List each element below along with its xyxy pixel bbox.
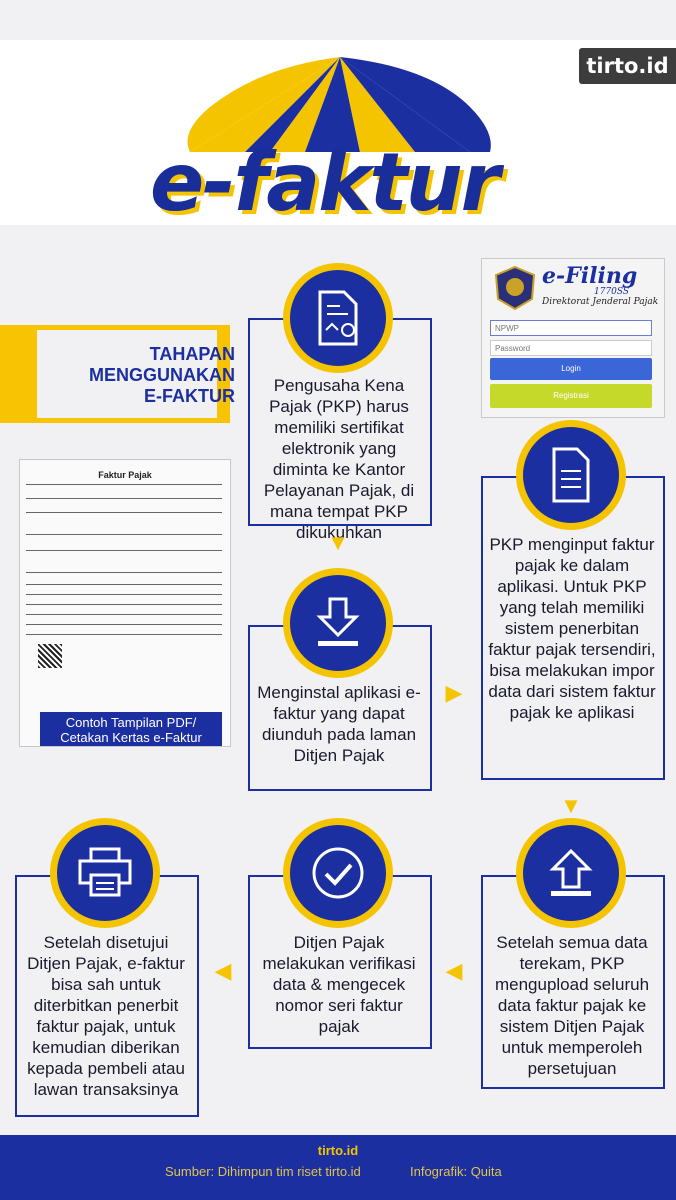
invoice-rule (26, 604, 222, 605)
arrow-right-icon: ▶ (445, 680, 463, 705)
invoice-rule (26, 614, 222, 615)
section-title: TAHAPAN MENGGUNAKAN E-FAKTUR (37, 330, 235, 418)
section-title-line: TAHAPAN (149, 344, 235, 364)
section-title-line: E-FAKTUR (144, 386, 235, 406)
step-4-circle (516, 818, 626, 928)
step-3-text: PKP menginput faktur pajak ke dalam apli… (488, 535, 656, 722)
step-5-circle (283, 818, 393, 928)
printer-icon (78, 847, 132, 897)
efiling-login-screenshot: e-Filing 1770SS Direktorat Jenderal Paja… (481, 258, 665, 418)
footer (0, 1135, 676, 1200)
invoice-caption-line: Cetakan Kertas e-Faktur (60, 730, 202, 745)
register-button[interactable]: Registrasi (490, 384, 652, 408)
umbrella-icon (187, 57, 491, 152)
document-icon (552, 447, 590, 503)
upload-icon (549, 848, 593, 896)
footer-credit: Infografik: Quita (410, 1164, 502, 1179)
tirto-logo: tirto.id (579, 48, 676, 84)
invoice-rule (26, 550, 222, 551)
invoice-rule (26, 624, 222, 625)
invoice-rule (26, 584, 222, 585)
step-6-circle (50, 818, 160, 928)
step-6-text: Setelah disetujui Ditjen Pajak, e-faktur… (27, 933, 185, 1099)
step-5-text: Ditjen Pajak melakukan verifikasi data &… (262, 933, 416, 1036)
step-2-text: Menginstal aplikasi e-faktur yang dapat … (257, 683, 421, 765)
npwp-field[interactable]: NPWP (490, 320, 652, 336)
check-icon (312, 847, 364, 899)
tax-emblem-icon (494, 265, 536, 311)
certificate-icon (318, 290, 358, 346)
invoice-title: Faktur Pajak (98, 470, 152, 480)
password-field[interactable]: Password (490, 340, 652, 356)
step-1-circle (283, 263, 393, 373)
arrow-left-icon: ◀ (445, 958, 463, 983)
invoice-caption-line: Contoh Tampilan PDF/ (65, 715, 197, 730)
invoice-rule (26, 594, 222, 595)
invoice-rule (26, 572, 222, 573)
invoice-rule (26, 634, 222, 635)
invoice-rule (26, 484, 222, 485)
invoice-sample: Faktur Pajak Contoh Tampilan PDF/ Cetaka… (19, 459, 231, 747)
step-1-text: Pengusaha Kena Pajak (PKP) harus memilik… (263, 376, 415, 542)
arrow-left-icon: ◀ (214, 958, 232, 983)
footer-brand: tirto.id (317, 1143, 359, 1158)
efiling-logo-text: e-Filing (542, 263, 638, 289)
invoice-rule (26, 512, 222, 513)
invoice-rule (26, 498, 222, 499)
invoice-caption: Contoh Tampilan PDF/ Cetakan Kertas e-Fa… (40, 712, 222, 746)
login-button[interactable]: Login (490, 358, 652, 380)
download-icon (316, 597, 360, 646)
footer-source: Sumber: Dihimpun tim riset tirto.id (165, 1164, 361, 1179)
step-4-text: Setelah semua data terekam, PKP menguplo… (494, 933, 650, 1078)
arrow-down-icon: ▼ (560, 793, 582, 818)
step-3-circle (516, 420, 626, 530)
efaktur-logo: e-faktur (150, 136, 500, 229)
section-title-line: MENGGUNAKAN (89, 365, 235, 385)
efiling-subtitle: Direktorat Jenderal Pajak (542, 297, 659, 307)
invoice-rule (26, 534, 222, 535)
qr-code-icon (38, 644, 62, 668)
arrow-down-icon: ▼ (327, 530, 349, 555)
step-2-circle (283, 568, 393, 678)
efiling-logo-number: 1770SS (594, 287, 630, 297)
